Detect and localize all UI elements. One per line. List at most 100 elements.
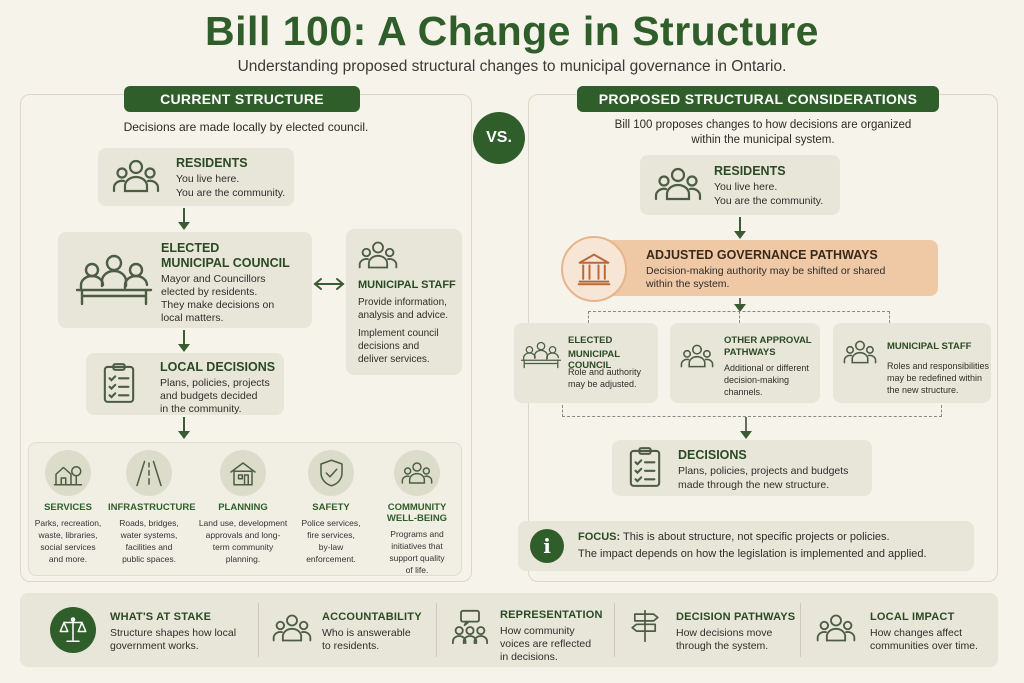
pathways-branch-mid bbox=[739, 311, 740, 323]
staff-icon bbox=[358, 240, 398, 270]
bottom-impact-text-2: communities over time. bbox=[870, 640, 978, 652]
service-community-text-3: support quality bbox=[389, 553, 445, 563]
clipboard-icon bbox=[102, 362, 136, 404]
pathways-card: ADJUSTED GOVERNANCE PATHWAYS Decision-ma… bbox=[590, 240, 938, 296]
proposed-council-title-2: MUNICIPAL COUNCIL bbox=[568, 349, 620, 371]
people-icon bbox=[680, 343, 714, 369]
service-safety: SAFETY Police services, fire services, b… bbox=[294, 450, 368, 565]
focus-card: i FOCUS: This is about structure, not sp… bbox=[518, 521, 974, 571]
proposed-intro-2: within the municipal system. bbox=[691, 134, 835, 146]
page-title: Bill 100: A Change in Structure bbox=[205, 8, 819, 54]
focus-line2: The impact depends on how the legislatio… bbox=[578, 548, 927, 560]
proposed-council-text-2: may be adjusted. bbox=[568, 379, 637, 389]
local-decisions-text-2: and budgets decided bbox=[160, 390, 258, 402]
service-services-text-4: and more. bbox=[48, 554, 88, 564]
service-community-text-2: initiatives that bbox=[391, 541, 443, 551]
house-tree-icon bbox=[45, 450, 91, 496]
arrow-residents-to-council bbox=[178, 208, 190, 230]
bottom-accountability-title: ACCOUNTABILITY bbox=[322, 611, 422, 623]
service-infrastructure-text-2: water systems, bbox=[120, 530, 178, 540]
current-staff-title: MUNICIPAL STAFF bbox=[358, 279, 456, 291]
bottom-item-pathways: DECISION PATHWAYS How decisions move thr… bbox=[626, 603, 806, 659]
proposed-decisions-line2: made through the new structure. bbox=[678, 479, 830, 491]
bottom-representation-text-1: How community bbox=[500, 625, 575, 637]
focus-line1: FOCUS: This is about structure, not spec… bbox=[578, 531, 890, 543]
service-community-text-4: of life. bbox=[405, 565, 429, 575]
service-infrastructure-text-4: public spaces. bbox=[122, 554, 176, 564]
current-council-card: ELECTED MUNICIPAL COUNCIL Mayor and Coun… bbox=[58, 232, 312, 328]
pathways-line1: Decision-making authority may be shifted… bbox=[646, 265, 886, 277]
bottom-representation-text-2: voices are reflected bbox=[500, 638, 592, 650]
proposed-residents-title: RESIDENTS bbox=[714, 164, 786, 178]
service-safety-title: SAFETY bbox=[312, 502, 350, 513]
page-subtitle: Understanding proposed structural change… bbox=[237, 58, 787, 75]
arrow-decisions-to-services bbox=[178, 417, 190, 439]
local-decisions-text-3: in the community. bbox=[160, 403, 242, 415]
arrow-pathways-down bbox=[734, 298, 746, 312]
proposed-staff-title: MUNICIPAL STAFF bbox=[887, 341, 972, 352]
proposed-decisions-line1: Plans, policies, projects and budgets bbox=[678, 465, 849, 477]
clipboard-icon bbox=[628, 446, 662, 488]
current-staff-text1-a: Provide information, bbox=[358, 297, 447, 308]
service-infrastructure-text-1: Roads, bridges, bbox=[119, 518, 179, 528]
scales-icon bbox=[50, 607, 96, 653]
current-staff-text2-a: Implement council bbox=[358, 328, 439, 339]
arrow-residents-to-pathways bbox=[734, 217, 746, 239]
current-residents-line1: You live here. bbox=[176, 173, 240, 185]
proposed-intro-1: Bill 100 proposes changes to how decisio… bbox=[614, 119, 912, 131]
service-planning-text-3: term community bbox=[212, 542, 274, 552]
service-services: SERVICES Parks, recreation, waste, libra… bbox=[30, 450, 106, 565]
service-services-text-3: social services bbox=[40, 542, 96, 552]
service-infrastructure: INFRASTRUCTURE Roads, bridges, water sys… bbox=[108, 450, 196, 565]
community-icon bbox=[394, 450, 440, 496]
bottom-stake-text-1: Structure shapes how local bbox=[110, 627, 237, 639]
current-council-text-3: They make decisions on bbox=[161, 299, 275, 311]
service-planning-text-2: approvals and long- bbox=[205, 530, 281, 540]
other-pathways-text-1: Additional or different bbox=[724, 363, 809, 373]
council-staff-double-arrow bbox=[313, 278, 345, 290]
local-decisions-card: LOCAL DECISIONS Plans, policies, project… bbox=[86, 353, 284, 415]
pathways-title: ADJUSTED GOVERNANCE PATHWAYS bbox=[646, 248, 878, 262]
bottom-stake-text-2: government works. bbox=[110, 640, 199, 652]
bottom-divider bbox=[614, 603, 615, 657]
current-residents-line2: You are the community. bbox=[176, 187, 286, 199]
service-planning-text-1: Land use, development bbox=[198, 518, 288, 528]
residents-icon bbox=[112, 158, 160, 194]
bottom-pathways-text-1: How decisions move bbox=[676, 627, 773, 639]
other-pathways-title-1: OTHER APPROVAL bbox=[724, 335, 812, 346]
proposed-council-title-1: ELECTED bbox=[568, 335, 613, 346]
signpost-icon bbox=[628, 609, 662, 643]
service-safety-text-2: fire services, bbox=[307, 530, 355, 540]
current-staff-text1-b: analysis and advice. bbox=[358, 310, 449, 321]
service-infrastructure-text-3: facilities and bbox=[125, 542, 173, 552]
bottom-item-accountability: ACCOUNTABILITY Who is answerable to resi… bbox=[268, 603, 438, 659]
proposed-council-text-1: Role and authority bbox=[568, 367, 642, 377]
service-services-text-2: waste, libraries, bbox=[38, 530, 98, 540]
current-residents-card: RESIDENTS You live here. You are the com… bbox=[98, 148, 294, 206]
bottom-stake-title: WHAT'S AT STAKE bbox=[110, 611, 212, 623]
bottom-accountability-text-2: to residents. bbox=[322, 640, 380, 652]
current-council-title-1: ELECTED bbox=[161, 241, 220, 255]
council-icon bbox=[520, 339, 562, 369]
other-pathways-text-2: decision-making bbox=[724, 375, 790, 385]
proposed-residents-line2: You are the community. bbox=[714, 195, 824, 207]
service-services-text-1: Parks, recreation, bbox=[34, 518, 102, 528]
service-infrastructure-title: INFRASTRUCTURE bbox=[108, 502, 196, 513]
service-planning-text-4: planning. bbox=[225, 554, 261, 564]
current-staff-text2-b: decisions and bbox=[358, 341, 420, 352]
current-council-text-4: local matters. bbox=[161, 312, 224, 324]
bottom-item-stake: WHAT'S AT STAKE Structure shapes how loc… bbox=[48, 603, 258, 659]
service-community: COMMUNITY WELL-BEING Programs and initia… bbox=[378, 450, 456, 576]
service-community-title-1: COMMUNITY bbox=[387, 502, 447, 513]
residents-icon bbox=[654, 166, 702, 202]
proposed-header: PROPOSED STRUCTURAL CONSIDERATIONS bbox=[577, 86, 939, 112]
bottom-bar bbox=[20, 593, 998, 667]
current-structure-header: CURRENT STRUCTURE bbox=[124, 86, 360, 112]
proposed-staff-text-2: may be redefined within bbox=[887, 373, 983, 383]
bottom-pathways-title: DECISION PATHWAYS bbox=[676, 611, 796, 623]
other-pathways-text-3: channels. bbox=[724, 387, 763, 397]
arrow-merge-to-decisions bbox=[740, 417, 752, 439]
proposed-staff-text-1: Roles and responsibilities bbox=[887, 361, 990, 371]
proposed-decisions-card: DECISIONS Plans, policies, projects and … bbox=[612, 440, 872, 496]
current-council-title-2: MUNICIPAL COUNCIL bbox=[161, 256, 290, 270]
